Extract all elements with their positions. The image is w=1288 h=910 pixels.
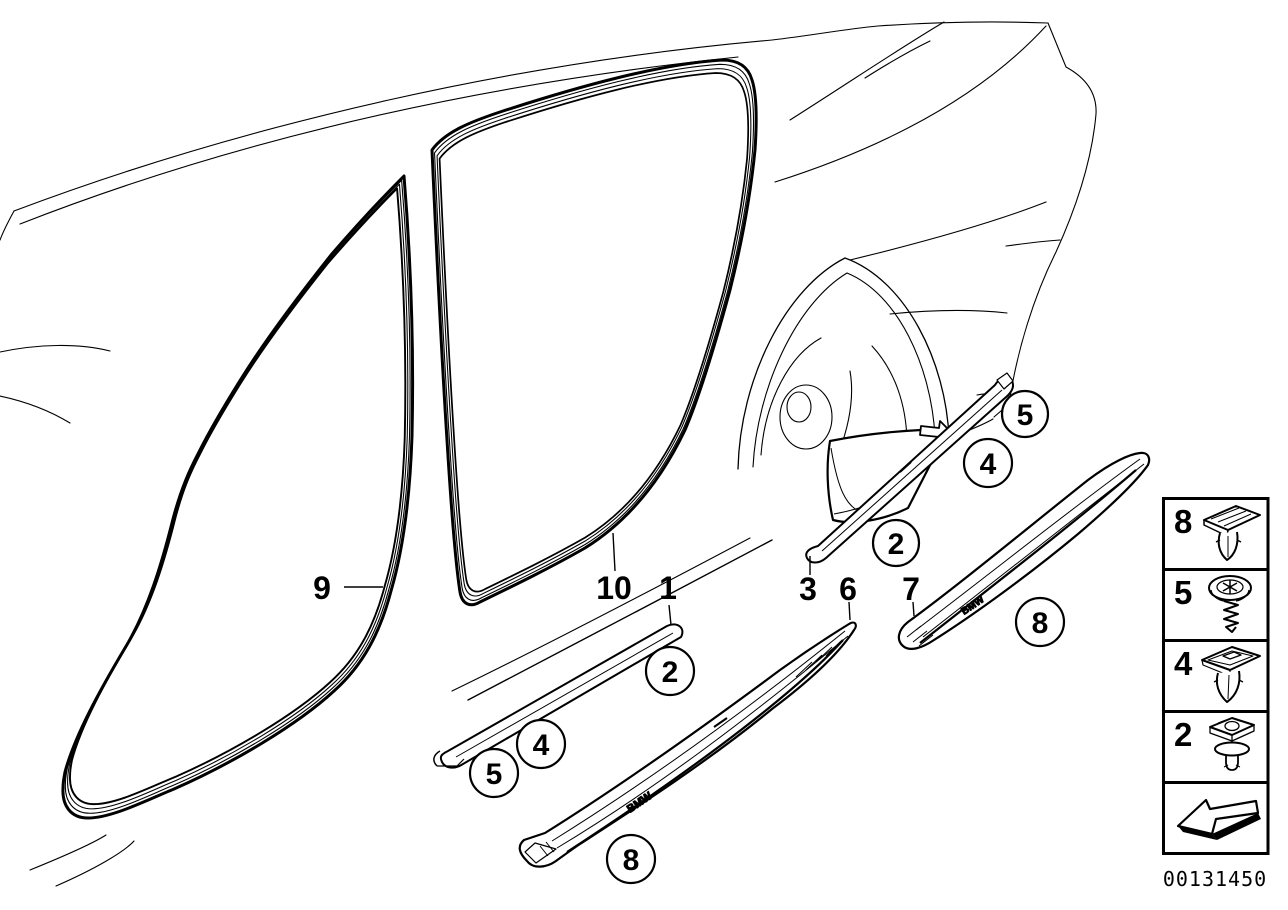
fastener-callout-4-front: 4	[515, 718, 567, 770]
legend-num-4: 4	[1174, 645, 1193, 682]
part-label-6: 6	[839, 571, 857, 607]
clip-nut-icon	[1209, 717, 1255, 771]
wheel-hub-circle	[779, 384, 833, 450]
part-label-7: 7	[902, 571, 920, 607]
svg-text:5: 5	[486, 758, 503, 791]
legend-num-8: 8	[1174, 503, 1192, 540]
fastener-callout-4-rear: 4	[962, 437, 1014, 489]
part-label-1: 1	[659, 570, 677, 606]
part-number: 00131450	[1163, 867, 1267, 891]
part-label-9: 9	[313, 570, 331, 606]
screw-icon	[1208, 575, 1252, 633]
car-body-outline	[0, 21, 1097, 887]
direction-arrow-icon	[1176, 798, 1261, 840]
svg-text:4: 4	[980, 448, 997, 481]
part-label-10: 10	[596, 570, 632, 606]
grommet-clip-icon	[1201, 646, 1261, 703]
leader-line-10	[612, 532, 616, 572]
wheel-arch-splash-flap	[826, 420, 953, 524]
svg-text:5: 5	[1017, 399, 1034, 432]
fastener-callouts: 2 4 5 8 5 4 2 8	[468, 389, 1066, 885]
svg-text:8: 8	[1032, 607, 1049, 640]
front-door-sill-strip	[433, 623, 684, 769]
legend-num-2: 2	[1174, 716, 1192, 753]
legend-arrow-cell	[1162, 781, 1270, 855]
fastener-callout-5-rear: 5	[1000, 389, 1050, 439]
rear-door-sill-strip	[805, 372, 1015, 564]
svg-text:2: 2	[662, 656, 679, 689]
svg-text:8: 8	[623, 844, 640, 877]
fastener-callout-8-front: 8	[605, 833, 657, 885]
part-label-3: 3	[799, 571, 817, 607]
leader-line-1	[668, 604, 672, 626]
expanding-rivet-icon	[1203, 505, 1261, 561]
rear-wheel-arch	[737, 257, 950, 470]
fastener-callout-2-front: 2	[644, 645, 696, 697]
leader-lines	[344, 532, 915, 626]
fastener-callout-5-front: 5	[468, 747, 520, 799]
fastener-callout-2-rear: 2	[871, 518, 921, 568]
leader-line-7	[912, 601, 915, 617]
front-entrance-cover-strip: BMW	[518, 621, 857, 868]
svg-text:4: 4	[533, 729, 550, 762]
front-door-seal	[61, 174, 415, 820]
rear-entrance-cover-strip: BMW	[897, 451, 1151, 650]
fastener-legend: 8 5 4 2	[1162, 497, 1270, 855]
rear-door-seal	[430, 58, 758, 607]
leader-line-6	[848, 601, 851, 621]
svg-text:2: 2	[888, 528, 905, 561]
legend-num-5: 5	[1174, 574, 1192, 611]
wheel-hub-center	[786, 391, 812, 423]
fastener-callout-8-rear: 8	[1014, 596, 1066, 648]
